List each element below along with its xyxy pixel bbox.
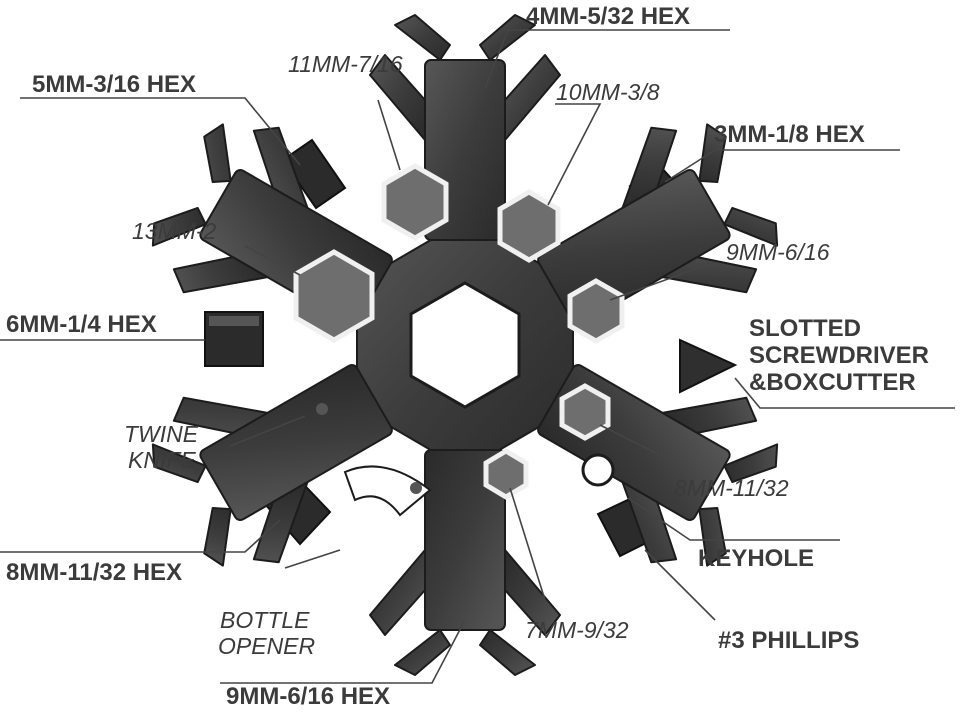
label-slotted-line-2: SCREWDRIVER <box>749 341 930 369</box>
label-8mm-hex: 8MM-11/32 HEX <box>6 559 183 586</box>
label-bottle-line-1: BOTTLE <box>220 607 310 633</box>
label-10mm-wrench: 10MM-3/8 <box>556 79 660 105</box>
wrench-hole-8mm <box>559 383 611 441</box>
label-slotted-line-3: &BOXCUTTER <box>749 368 916 396</box>
wrench-hole-11mm <box>381 163 449 241</box>
label-slotted-screwdriver: SLOTTED SCREWDRIVER &BOXCUTTER <box>749 315 930 397</box>
label-5mm-hex: 5MM-3/16 HEX <box>32 71 197 98</box>
slotted-blade <box>679 338 738 394</box>
label-bottle-line-2: OPENER <box>218 632 316 659</box>
wrench-hole-9mm <box>567 278 625 344</box>
hex-bit-6mm <box>204 311 264 367</box>
label-8mm-wrench: 8MM-11/32 <box>674 475 789 501</box>
center-hex-hole <box>409 281 521 409</box>
label-bottle-opener: BOTTLE OPENER <box>218 607 316 660</box>
wrench-hole-7mm <box>483 448 529 500</box>
twine-knife-dot <box>316 403 328 415</box>
label-twine-knife: TWINE KNIFE <box>124 421 199 474</box>
label-11mm-wrench: 11MM-7/16 <box>288 51 403 77</box>
wrench-hole-10mm <box>497 189 561 263</box>
label-7mm-wrench: 7MM-9/32 <box>525 617 629 643</box>
label-twine-line-1: TWINE <box>124 421 199 447</box>
label-twine-line-2: KNIFE <box>128 446 196 473</box>
bottle-opener-notch <box>343 465 432 517</box>
label-13mm-wrench: 13MM-2 <box>132 218 217 244</box>
label-keyhole: KEYHOLE <box>698 545 815 572</box>
keyhole-circle <box>581 453 615 487</box>
bottle-opener-dot <box>410 482 422 494</box>
label-4mm-hex: 4MM-5/32 HEX <box>526 3 691 30</box>
label-slotted-line-1: SLOTTED <box>749 315 861 342</box>
hex-bit-5mm <box>281 138 347 210</box>
wrench-hole-13mm <box>293 249 375 343</box>
label-phillips: #3 PHILLIPS <box>718 627 860 654</box>
label-6mm-hex: 6MM-1/4 HEX <box>6 311 157 338</box>
leader-lines <box>0 29 955 684</box>
label-9mm-hex: 9MM-6/16 HEX <box>226 683 391 710</box>
label-9mm-wrench: 9MM-6/16 <box>726 239 830 265</box>
label-3mm-hex: 3MM-1/8 HEX <box>714 121 865 148</box>
